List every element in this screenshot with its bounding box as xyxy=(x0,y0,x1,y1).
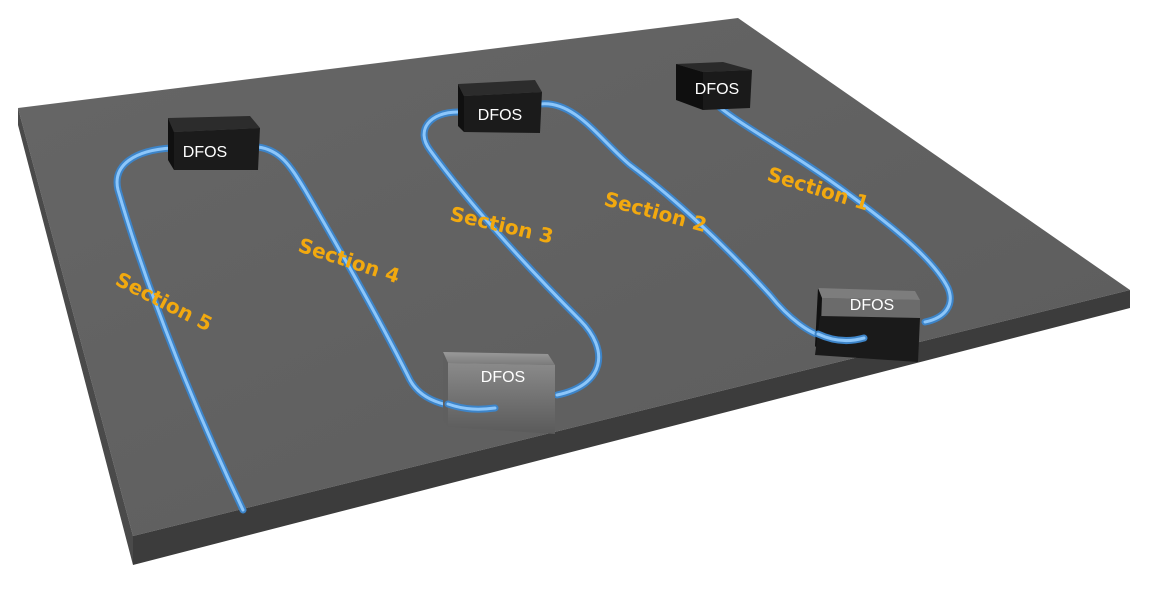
dfos-device-5: DFOS xyxy=(815,288,920,362)
dfos-device-4: DFOS xyxy=(443,352,555,434)
dfos-device-5-label: DFOS xyxy=(850,297,894,314)
dfos-device-3: DFOS xyxy=(168,116,260,170)
dfos-device-3-label: DFOS xyxy=(183,144,227,161)
dfos-device-2-label: DFOS xyxy=(478,107,522,124)
fiber-end-device-4 xyxy=(444,400,499,413)
fiber-cables xyxy=(113,96,954,514)
dfos-device-1-label: DFOS xyxy=(695,81,739,98)
fiber-end-device-5 xyxy=(814,330,868,345)
dfos-device-1: DFOS xyxy=(676,62,752,110)
dfos-device-2: DFOS xyxy=(458,80,542,133)
slab-top-face xyxy=(18,18,1130,536)
ground-slab xyxy=(18,18,1130,565)
slab-left-face xyxy=(18,108,133,565)
dfos-device-4-label: DFOS xyxy=(481,369,525,386)
